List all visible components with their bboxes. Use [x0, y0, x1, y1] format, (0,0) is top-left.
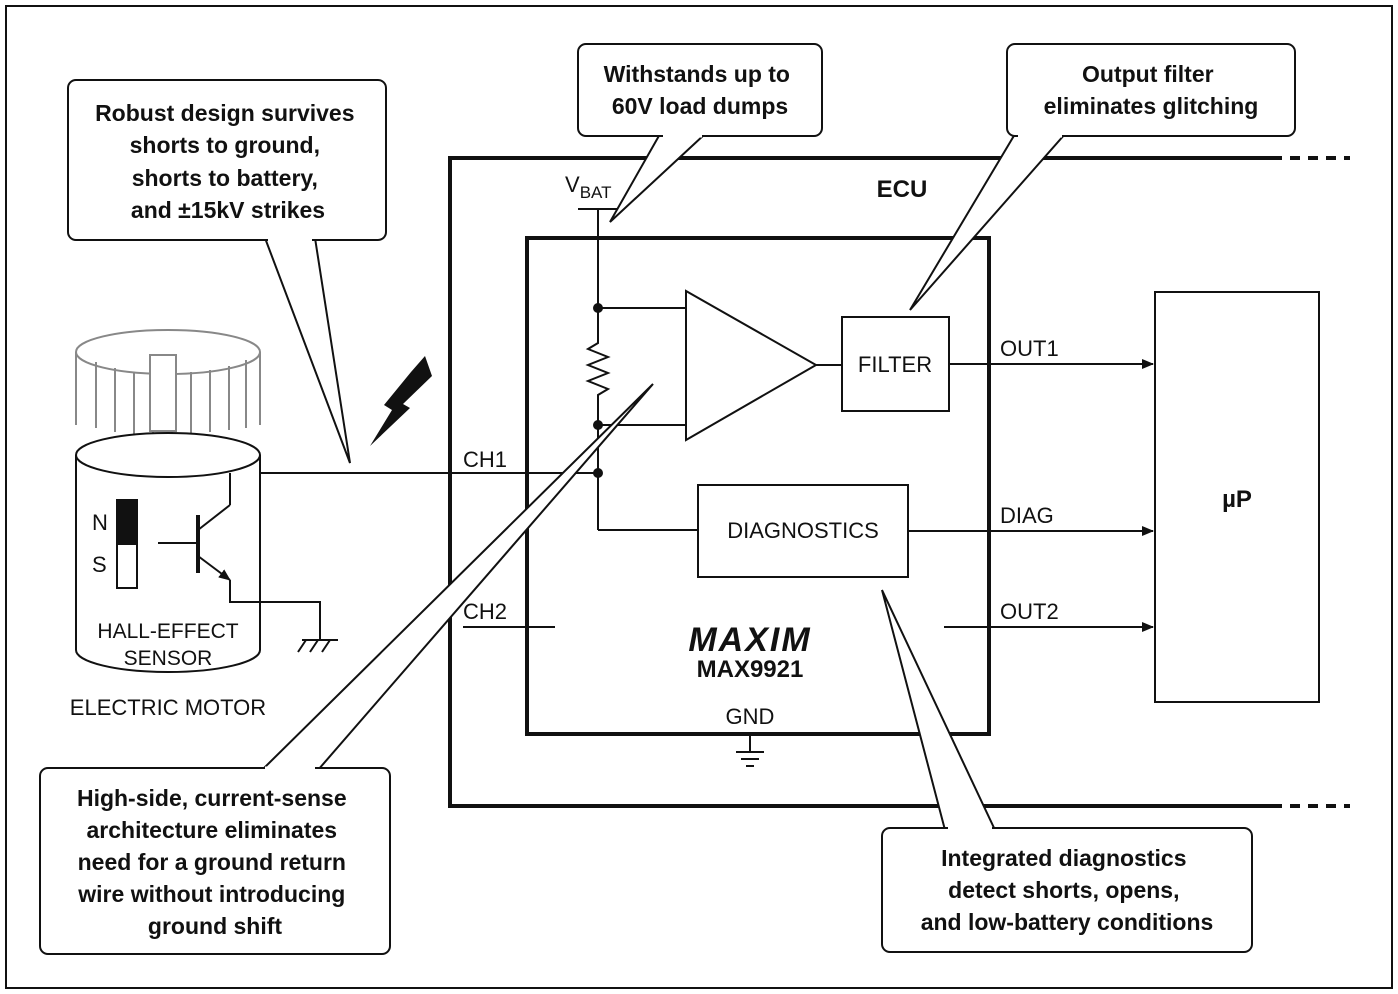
- vbat-label: VBAT: [565, 172, 612, 202]
- transistor-icon: [158, 473, 338, 653]
- filter-label: FILTER: [858, 352, 932, 377]
- part-number: MAX9921: [697, 656, 804, 683]
- ch2-label: CH2: [463, 599, 507, 624]
- ch1-label: CH1: [463, 447, 507, 472]
- svg-text:Withstands up to 60V loa: Withstands up to 60V load dumps: [604, 61, 797, 119]
- motor-rotor-icon: [75, 329, 261, 435]
- microprocessor-label: µP: [1222, 486, 1252, 513]
- callout-robust: Robust design survives shorts to ground,…: [67, 79, 387, 464]
- lightning-bolt-icon: [370, 356, 432, 446]
- callout-high-side: High-side, current-sense architecture el…: [39, 383, 654, 955]
- outer-frame: [5, 5, 1393, 989]
- north-label: N: [92, 510, 108, 535]
- motor-label: ELECTRIC MOTOR: [70, 695, 266, 720]
- svg-text:Integrated diagnostics d: Integrated diagnostics detect shorts, op…: [921, 845, 1214, 935]
- filter-block: [841, 316, 950, 412]
- callout-filter: Output filter eliminates glitching: [909, 43, 1296, 311]
- svg-text:Output filter eliminates: Output filter eliminates glitching: [1044, 61, 1259, 119]
- south-label: S: [92, 552, 107, 577]
- gnd-label: GND: [726, 704, 775, 729]
- ecu-label: ECU: [877, 176, 928, 203]
- diagnostics-block: [697, 484, 909, 578]
- comparator-amplifier: [685, 289, 819, 442]
- sensor-label-line2: SENSOR: [124, 647, 213, 670]
- microprocessor-block: [1154, 291, 1320, 703]
- diagnostics-label: DIAGNOSTICS: [727, 518, 879, 543]
- callout-diagnostics: Integrated diagnostics detect shorts, op…: [881, 589, 1253, 953]
- sensor-label-line1: HALL-EFFECT: [97, 620, 238, 643]
- max9921-chip: [525, 236, 991, 736]
- svg-text:Robust design survives s: Robust design survives shorts to ground,…: [95, 100, 361, 223]
- ground-symbol: [736, 734, 764, 767]
- maxim-logo: MAXIM: [688, 621, 811, 659]
- out2-label: OUT2: [1000, 599, 1059, 624]
- out1-label: OUT1: [1000, 336, 1059, 361]
- diag-label: DIAG: [1000, 503, 1054, 528]
- magnet-icon: [116, 499, 138, 589]
- ecu-boundary: [448, 156, 1350, 808]
- callout-load-dump: Withstands up to 60V load dumps: [577, 43, 823, 223]
- svg-text:High-side, current-sense: High-side, current-sense architecture el…: [77, 785, 353, 939]
- sense-resistor: [585, 330, 611, 530]
